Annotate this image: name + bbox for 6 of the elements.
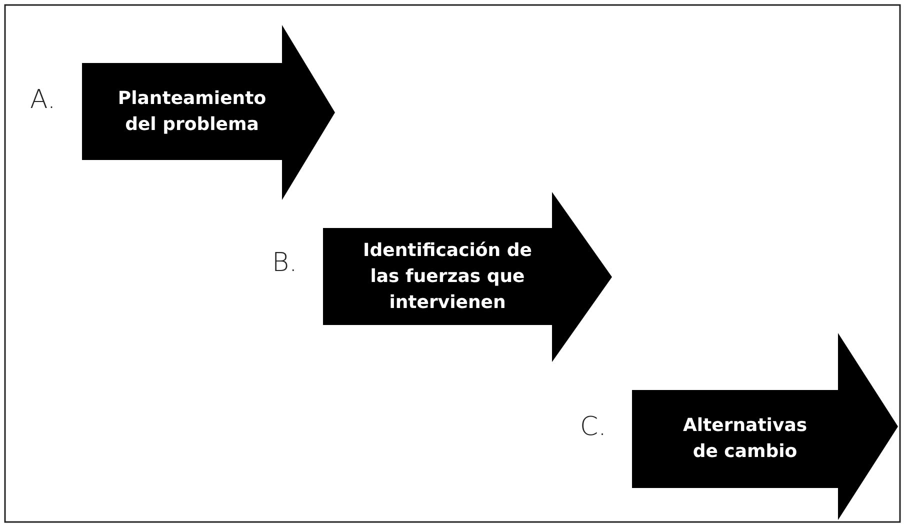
step-label: Alternativas de cambio: [682, 414, 808, 464]
step-label: Identificación de las fuerzas que intervienen: [362, 238, 533, 314]
step-letter: C.: [580, 412, 606, 442]
step-letter: A.: [30, 85, 56, 115]
step-label: Planteamiento del problema: [116, 86, 268, 136]
step-letter: B.: [272, 248, 298, 278]
